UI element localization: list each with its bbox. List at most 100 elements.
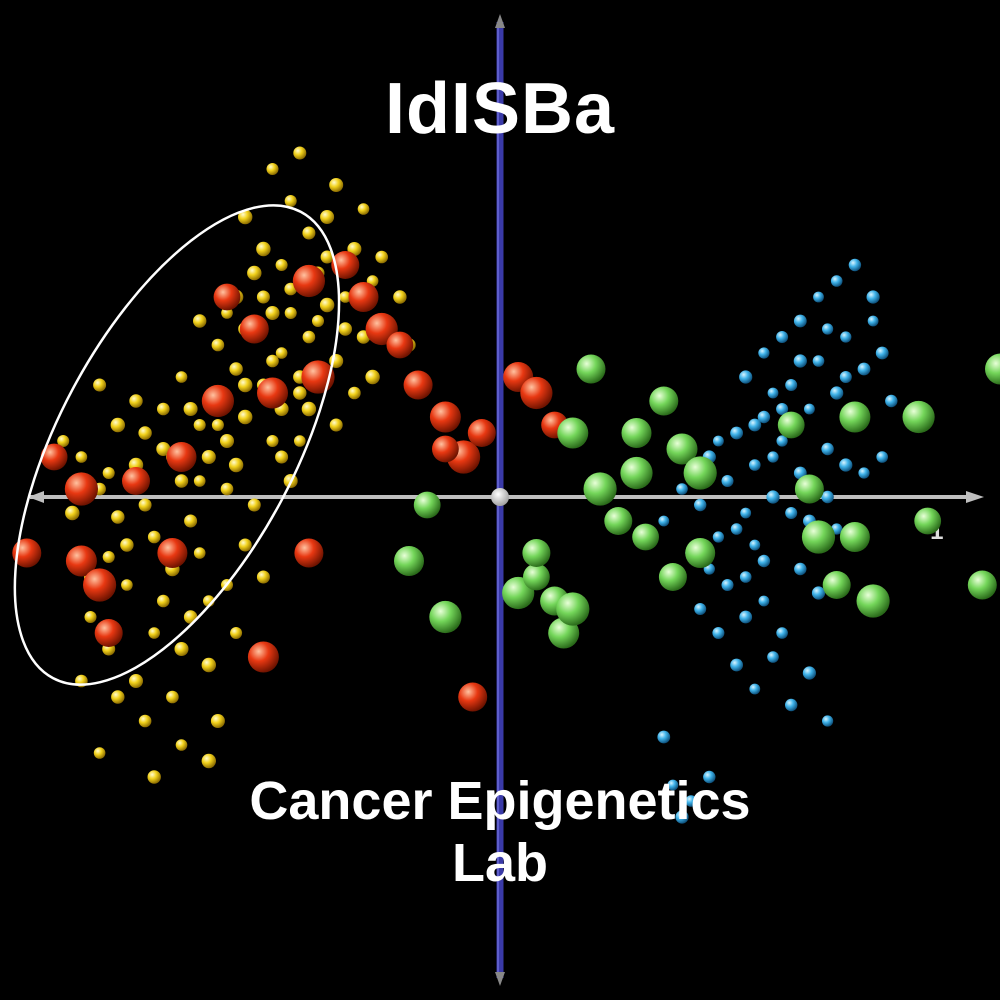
point-blue-47 xyxy=(694,603,707,615)
point-yellow-106 xyxy=(266,354,279,368)
point-blue-18 xyxy=(840,331,852,343)
point-blue-54 xyxy=(785,507,798,519)
point-green-24 xyxy=(801,520,836,554)
point-yellow-102 xyxy=(284,307,297,319)
point-yellow-91 xyxy=(193,475,206,487)
point-blue-21 xyxy=(867,315,879,327)
point-green-9 xyxy=(666,433,698,465)
point-yellow-43 xyxy=(166,690,179,704)
point-blue-50 xyxy=(685,795,697,807)
point-yellow-33 xyxy=(302,226,316,240)
point-green-0 xyxy=(413,491,441,519)
point-yellow-50 xyxy=(138,714,152,728)
point-blue-46 xyxy=(822,715,834,727)
point-green-5 xyxy=(621,418,652,448)
point-blue-10 xyxy=(766,490,780,504)
point-green-7 xyxy=(632,523,659,551)
point-yellow-45 xyxy=(201,657,216,673)
point-blue-5 xyxy=(721,475,734,487)
point-yellow-20 xyxy=(265,306,280,320)
point-yellow-110 xyxy=(275,450,289,464)
point-blue-12 xyxy=(785,379,798,391)
point-green-18 xyxy=(522,539,551,567)
point-yellow-8 xyxy=(147,530,161,544)
point-red-20 xyxy=(520,376,553,410)
point-red-5 xyxy=(157,538,188,568)
point-blue-60 xyxy=(858,467,870,479)
point-blue-1 xyxy=(676,483,688,495)
point-green-1 xyxy=(576,354,606,384)
point-yellow-13 xyxy=(201,450,216,464)
point-yellow-70 xyxy=(193,547,206,559)
point-blue-28 xyxy=(813,291,824,303)
point-blue-71 xyxy=(739,571,752,583)
point-yellow-53 xyxy=(266,435,279,447)
point-yellow-12 xyxy=(184,514,198,528)
point-green-3 xyxy=(583,472,617,506)
point-blue-35 xyxy=(758,595,770,607)
point-yellow-101 xyxy=(319,297,335,313)
point-yellow-89 xyxy=(256,570,270,584)
point-blue-31 xyxy=(866,290,880,304)
point-green-27 xyxy=(902,400,935,434)
data-points xyxy=(12,146,1000,824)
point-red-29 xyxy=(458,682,488,712)
point-yellow-9 xyxy=(174,474,189,488)
point-yellow-21 xyxy=(275,347,288,359)
point-red-0 xyxy=(40,443,68,471)
point-yellow-87 xyxy=(201,753,216,769)
point-blue-44 xyxy=(785,698,798,712)
x-axis-arrow-right xyxy=(966,491,984,503)
point-blue-6 xyxy=(730,426,743,440)
point-blue-67 xyxy=(822,323,834,335)
point-blue-9 xyxy=(757,410,771,424)
point-green-17 xyxy=(556,592,590,626)
point-red-27 xyxy=(292,264,325,298)
point-blue-30 xyxy=(848,258,862,272)
point-blue-4 xyxy=(712,531,725,543)
point-blue-11 xyxy=(776,435,788,447)
point-blue-45 xyxy=(802,666,817,680)
point-red-15 xyxy=(403,370,433,400)
point-blue-7 xyxy=(740,507,752,519)
point-yellow-52 xyxy=(228,457,244,473)
point-blue-51 xyxy=(703,770,716,784)
point-red-6 xyxy=(201,384,234,418)
point-yellow-108 xyxy=(238,377,253,393)
point-red-16 xyxy=(429,401,461,433)
point-green-12 xyxy=(685,538,716,568)
point-yellow-15 xyxy=(220,482,234,496)
point-blue-40 xyxy=(712,627,725,639)
point-green-25 xyxy=(822,571,851,599)
point-red-1 xyxy=(12,538,42,568)
point-blue-23 xyxy=(885,394,898,408)
point-blue-2 xyxy=(694,498,707,512)
point-yellow-66 xyxy=(65,505,80,521)
point-red-25 xyxy=(122,467,150,495)
point-yellow-68 xyxy=(93,378,107,392)
point-blue-20 xyxy=(857,362,871,376)
point-blue-37 xyxy=(794,562,807,576)
point-yellow-38 xyxy=(365,369,380,385)
subtitle: Cancer Epigenetics Lab xyxy=(0,770,1000,894)
point-red-14 xyxy=(386,331,414,359)
point-yellow-37 xyxy=(393,290,407,304)
point-yellow-86 xyxy=(147,770,161,784)
point-yellow-25 xyxy=(312,315,324,327)
point-blue-41 xyxy=(730,658,743,672)
y-axis-arrow-bottom xyxy=(495,972,505,986)
point-yellow-88 xyxy=(230,627,243,639)
cluster-ellipse xyxy=(13,204,341,686)
point-blue-69 xyxy=(875,346,889,360)
point-blue-8 xyxy=(749,459,761,471)
point-blue-29 xyxy=(830,275,843,287)
point-blue-58 xyxy=(821,490,834,504)
point-blue-42 xyxy=(749,683,761,695)
origin-marker xyxy=(491,488,509,506)
point-green-30 xyxy=(985,353,1000,385)
point-blue-27 xyxy=(793,314,807,328)
point-yellow-74 xyxy=(275,259,288,271)
point-red-26 xyxy=(166,442,197,472)
point-yellow-48 xyxy=(210,714,225,728)
